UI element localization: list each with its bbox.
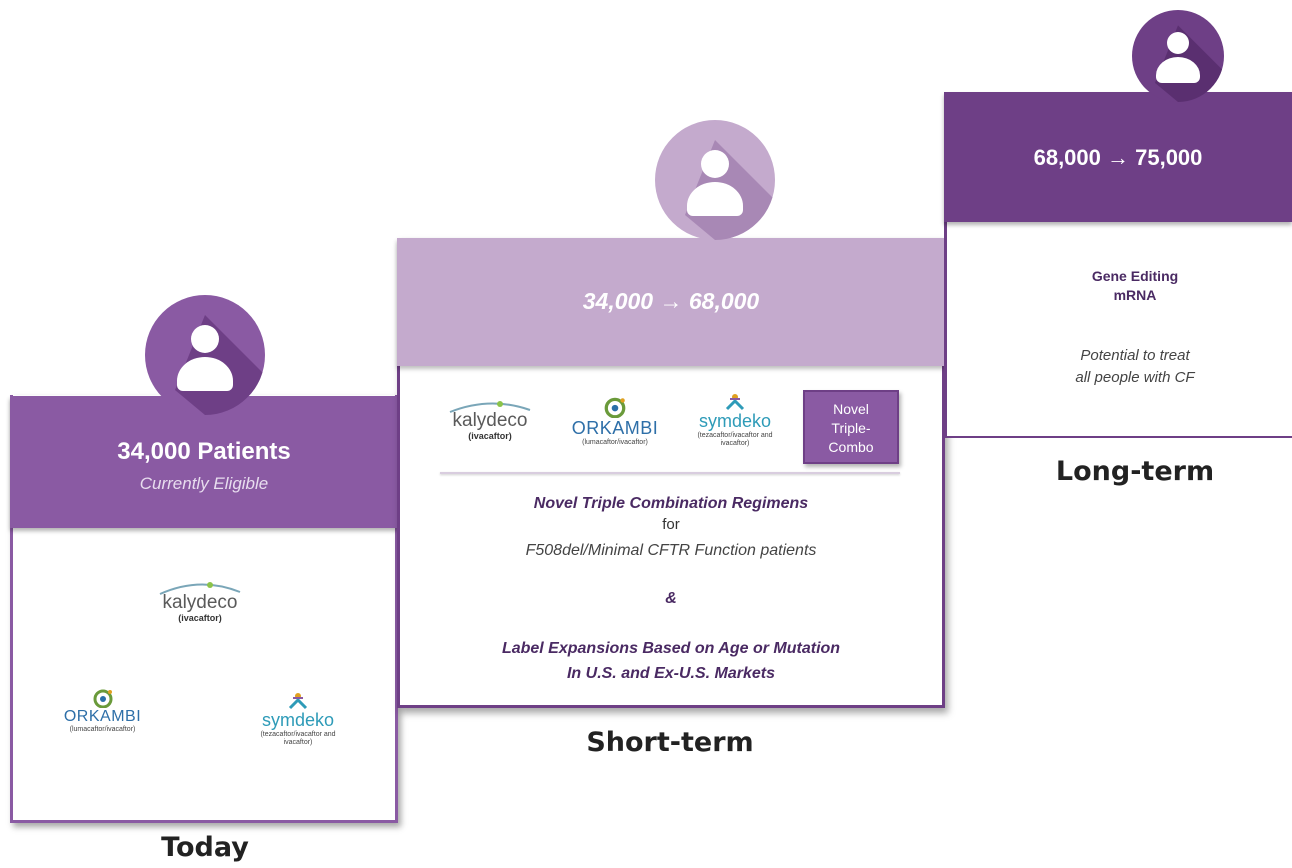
symdeko-figure-icon: [288, 693, 308, 710]
symdeko-figure-icon: [725, 394, 745, 411]
long-term-user-avatar-icon: [1132, 10, 1224, 102]
short-term-symdeko-logo: symdeko (tezacaftor/ivacaftor and ivacaf…: [685, 393, 785, 448]
short-term-headline: Novel Triple Combination Regimens: [533, 495, 809, 512]
kalydeco-swirl-icon: [449, 401, 531, 413]
short-term-user-avatar-icon: [655, 120, 775, 240]
today-band: 34,000 Patients Currently Eligible: [10, 396, 398, 528]
short-term-range: 34,000 → 68,000: [582, 288, 760, 314]
today-user-avatar-icon: [145, 295, 265, 415]
novel-triple-combo-label: Novel Triple-Combo: [828, 401, 874, 455]
long-term-potential-line2: all people with CF: [1075, 369, 1195, 386]
long-term-band: 68,000 → 75,000: [944, 92, 1292, 222]
short-term-label-expansion-line1: Label Expansions Based on Age or Mutatio…: [501, 640, 841, 657]
today-symdeko-logo: symdeko (tezacaftor/ivacaftor and ivacaf…: [243, 692, 353, 747]
short-term-band: 34,000 → 68,000: [397, 238, 945, 366]
today-count-title: 34,000 Patients: [117, 438, 291, 465]
long-term-tech-line1: Gene Editing: [1091, 268, 1179, 284]
short-term-kalydeco-logo: kalydeco (ivacaftor): [440, 400, 540, 441]
long-term-range: 68,000 → 75,000: [1033, 145, 1203, 170]
orkambi-swirl-icon: [604, 397, 626, 418]
kalydeco-swirl-icon: [159, 582, 241, 595]
short-term-ampersand: &: [665, 590, 677, 607]
today-stage-label: Today: [161, 832, 249, 863]
short-term-stage-label: Short-term: [586, 727, 754, 758]
today-subtitle: Currently Eligible: [139, 474, 269, 493]
long-term-stage-label: Long-term: [1055, 456, 1215, 487]
short-term-population: F508del/Minimal CFTR Function patients: [525, 542, 817, 559]
long-term-tech-line2: mRNA: [1113, 287, 1157, 303]
today-orkambi-logo: ORKAMBI (lumacaftor/ivacaftor): [50, 688, 155, 734]
long-term-potential-line1: Potential to treat: [1080, 347, 1190, 364]
short-term-for-text: for: [662, 516, 680, 533]
novel-triple-combo-button[interactable]: Novel Triple-Combo: [803, 390, 899, 464]
short-term-label-expansion-line2: In U.S. and Ex-U.S. Markets: [566, 665, 776, 682]
today-kalydeco-logo: kalydeco (ivacaftor): [150, 580, 250, 623]
short-term-divider: [440, 472, 900, 474]
orkambi-swirl-icon: [93, 689, 112, 708]
short-term-orkambi-logo: ORKAMBI (lumacaftor/ivacaftor): [560, 396, 670, 447]
